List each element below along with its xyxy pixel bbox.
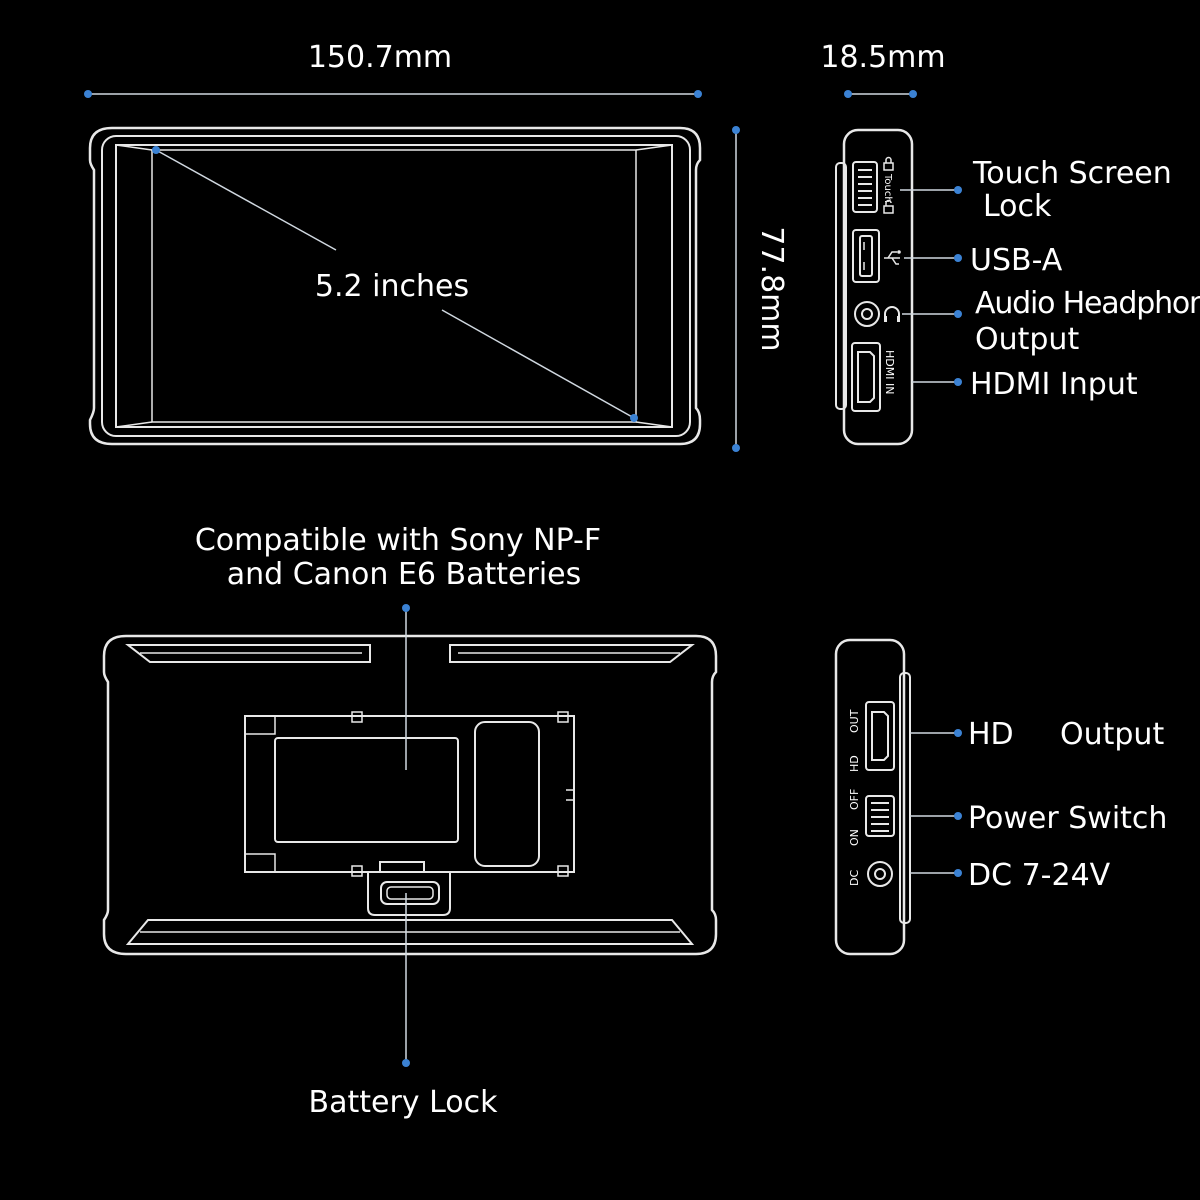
height-dimension-label: 77.8mm (754, 226, 789, 351)
battery-lock-label: Battery Lock (309, 1085, 499, 1120)
depth-dimension-label: 18.5mm (820, 40, 945, 75)
usb-callout: USB-A (904, 243, 1063, 278)
hd-output-label-a: HD (968, 717, 1014, 752)
depth-dimension: 18.5mm (820, 40, 946, 98)
screen-outline (115, 144, 673, 428)
height-dimension: 77.8mm (732, 126, 789, 452)
unlock-icon (883, 199, 894, 214)
battery-plate (244, 711, 575, 877)
usb-icon (884, 250, 901, 265)
usb-label: USB-A (970, 243, 1063, 278)
side-view-inputs: Touch (835, 128, 1200, 446)
audio-label-line2: Output (975, 322, 1079, 357)
audio-label-line1: Audio Headphone (975, 286, 1200, 321)
engraved-hd-label: HD (848, 755, 861, 772)
touch-lock-label-line2: Lock (983, 189, 1052, 224)
touch-lock-switch: Touch (852, 156, 894, 214)
hdmi-in-port: HDMI IN (851, 342, 896, 412)
usb-a-port (852, 229, 901, 283)
touch-lock-callout: Touch Screen Lock (900, 156, 1172, 224)
engraved-off-label: OFF (848, 789, 861, 810)
battery-compat-line1: Compatible with Sony NP-F (195, 523, 601, 558)
audio-callout: Audio Headphone Output (902, 286, 1200, 357)
engraved-hdmi-in-label: HDMI IN (883, 350, 896, 394)
hdmi-in-callout: HDMI Input (912, 367, 1138, 402)
hd-output-port: OUT HD (848, 701, 895, 772)
power-switch-callout: Power Switch (910, 801, 1167, 836)
dc-jack: DC (848, 861, 893, 887)
lock-icon (883, 156, 894, 171)
power-switch: OFF ON (848, 789, 895, 846)
engraved-dc-label: DC (848, 870, 861, 886)
battery-lock-latch (367, 861, 451, 916)
width-dimension-label: 150.7mm (308, 40, 452, 75)
dc-label: DC 7-24V (968, 858, 1111, 893)
hd-output-label-b: Output (1060, 717, 1164, 752)
touch-lock-label-line1: Touch Screen (972, 156, 1172, 191)
power-switch-label: Power Switch (968, 801, 1167, 836)
hd-output-callout: HD Output (910, 717, 1164, 752)
engraved-on-label: ON (848, 829, 861, 846)
audio-jack (854, 301, 900, 327)
front-view: 5.2 inches (88, 126, 702, 446)
hdmi-in-label: HDMI Input (970, 367, 1138, 402)
back-view: Compatible with Sony NP-F and Canon E6 B… (102, 523, 718, 1120)
dc-callout: DC 7-24V (910, 858, 1111, 893)
side-view-outputs: OUT HD OFF ON DC HD Output (834, 638, 1167, 956)
headphone-icon (884, 306, 900, 322)
screen-size-label: 5.2 inches (315, 269, 469, 304)
battery-compat-line2: and Canon E6 Batteries (227, 557, 582, 592)
engraved-out-label: OUT (848, 709, 861, 733)
width-dimension: 150.7mm (84, 40, 702, 98)
engraved-touch-label: Touch (882, 173, 893, 203)
